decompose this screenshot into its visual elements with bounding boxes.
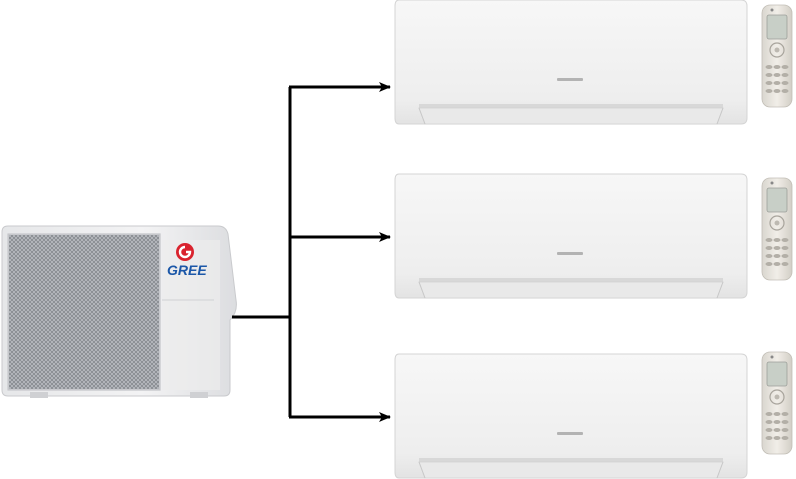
indoor-unit-2 [394, 173, 748, 299]
gree-logo-icon: GREE [167, 243, 207, 278]
brand-name: GREE [167, 262, 207, 278]
indoor-unit-3 [394, 353, 748, 479]
indoor-unit-1 [394, 0, 748, 125]
fan-grille [7, 233, 161, 391]
outdoor-unit: GREE [1, 225, 237, 398]
refrigerant-lines [232, 82, 391, 422]
remote-control-icon [761, 177, 793, 281]
remote-control-icon [761, 351, 793, 455]
remote-control-icon [761, 4, 793, 108]
